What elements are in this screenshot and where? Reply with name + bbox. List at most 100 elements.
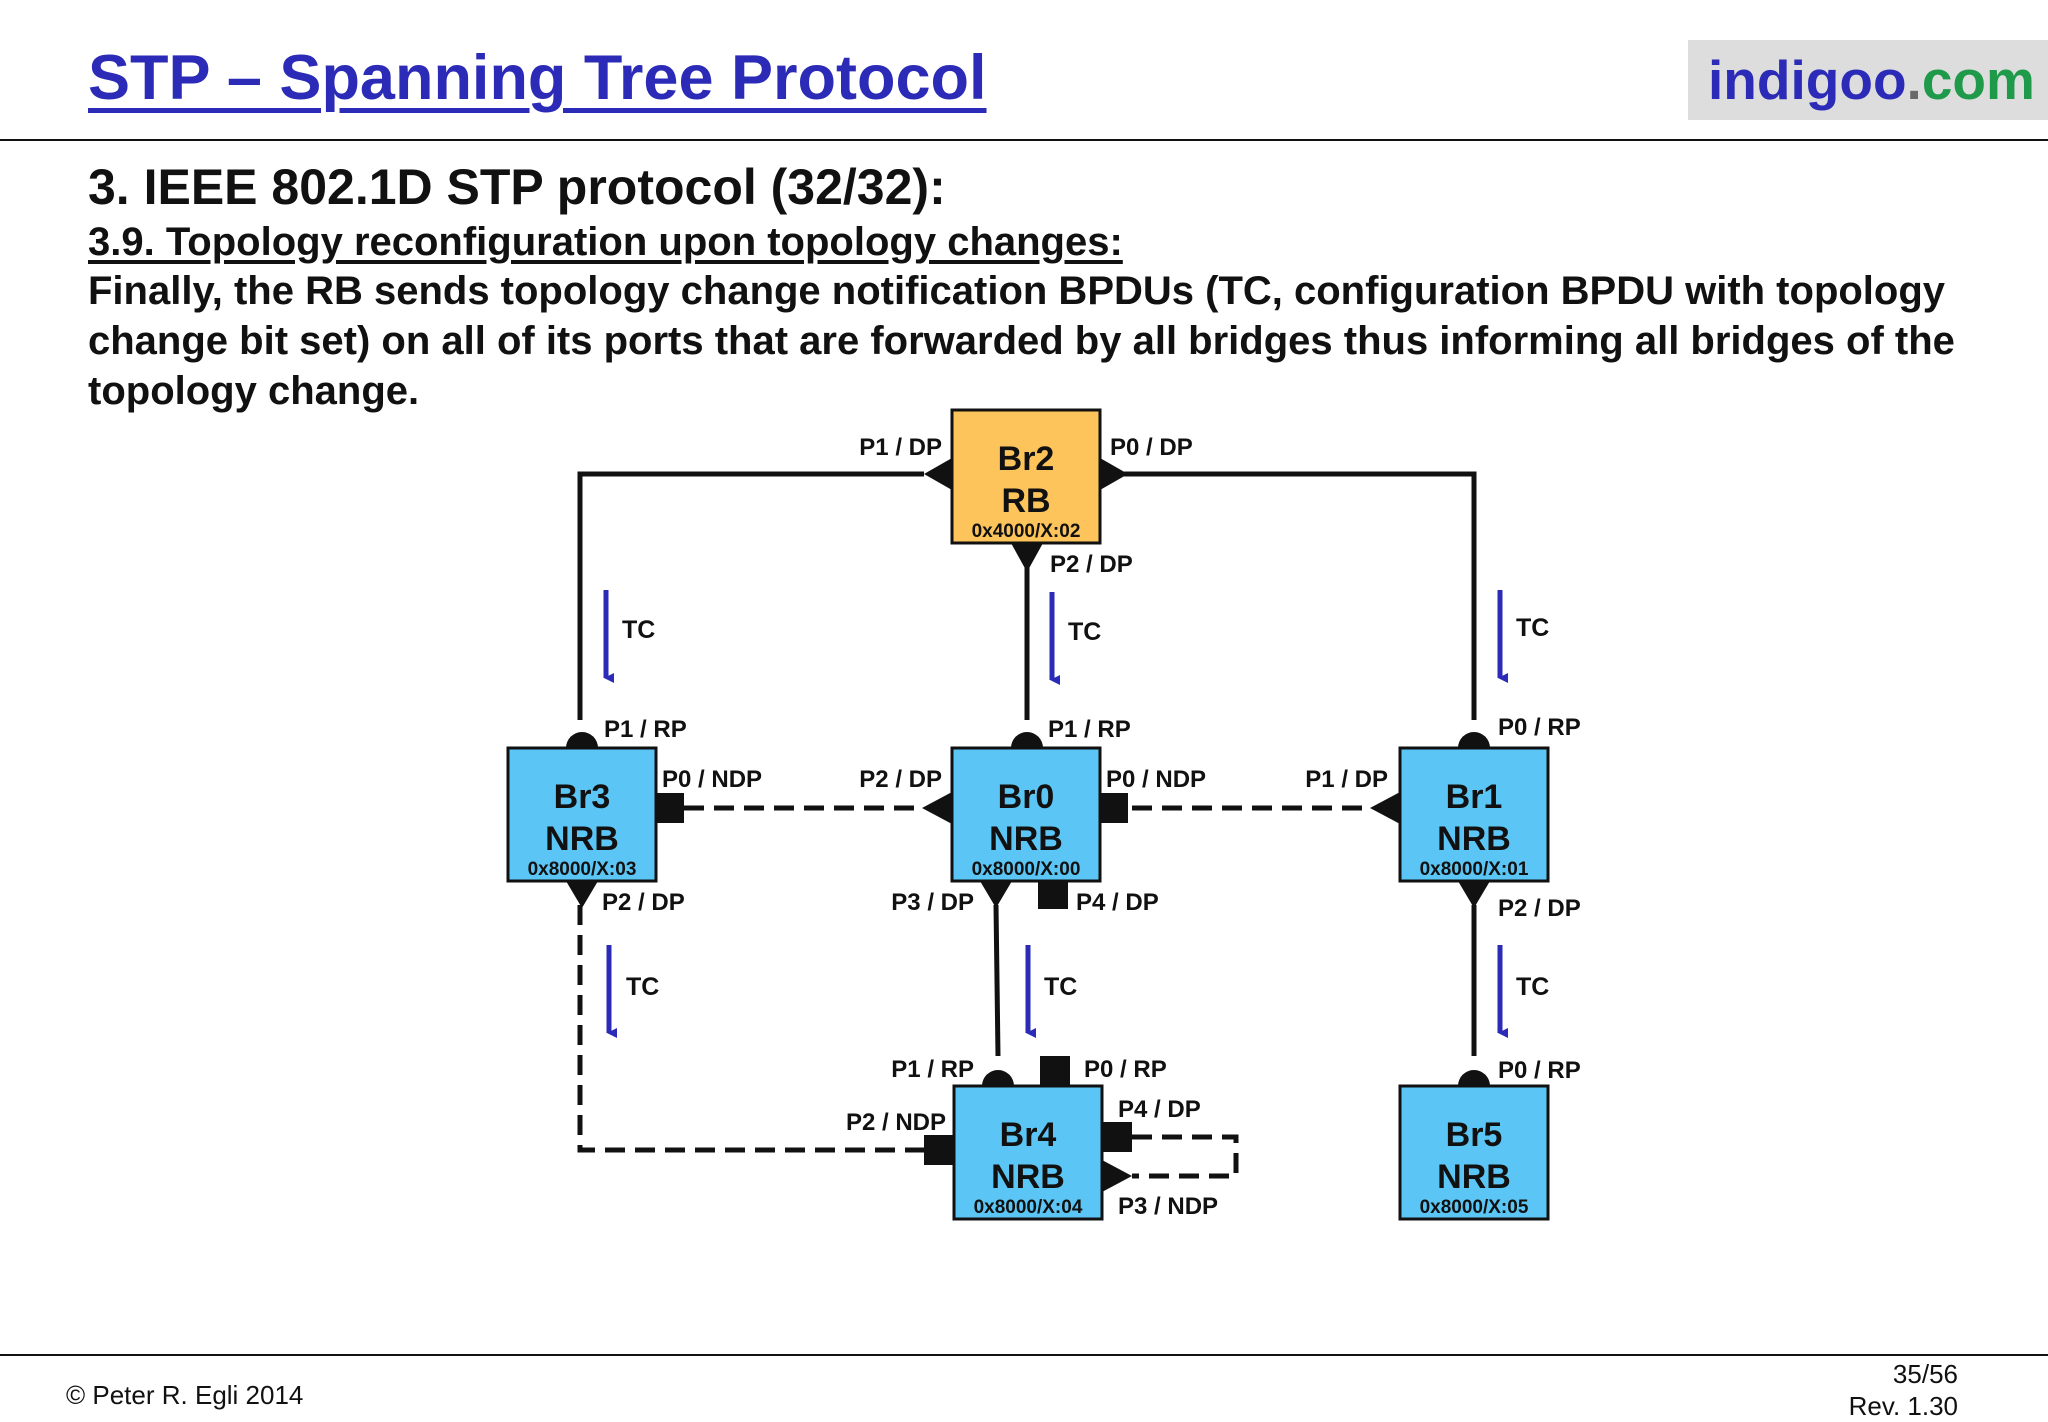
link-br0-br4 — [993, 904, 1001, 1057]
bridge-br4-name: Br4 — [1000, 1116, 1057, 1154]
rp-halfcircle-br5-p0 — [1458, 1070, 1490, 1086]
port-label-br0-p3: P3 / DP — [891, 889, 974, 916]
dp-triangle-br1-p2 — [1458, 881, 1490, 908]
bridge-br0: Br0 NRB 0x8000/X:00 — [950, 746, 1102, 883]
port-label-br1-p1: P1 / DP — [1305, 766, 1388, 793]
tc-labels: TC TC TC TC TC TC — [622, 614, 1549, 1001]
port-square-br4-p4 — [1102, 1122, 1132, 1152]
section-heading: 3. IEEE 802.1D STP protocol (32/32): — [88, 159, 946, 215]
rp-halfcircle-br3-p1 — [566, 732, 598, 748]
dp-triangle-br2-p1 — [924, 458, 952, 490]
rp-halfcircle-br1-p0 — [1458, 732, 1490, 748]
rp-halfcircle-br4-p1 — [982, 1070, 1014, 1086]
bridge-br5: Br5 NRB 0x8000/X:05 — [1398, 1084, 1550, 1221]
link-br4-loop-blocked — [1132, 1134, 1239, 1179]
port-label-br2-p2: P2 / DP — [1050, 551, 1133, 578]
footer-copyright: © Peter R. Egli 2014 — [66, 1380, 304, 1410]
dp-triangle-br2-p0 — [1100, 458, 1128, 490]
tc-label-br3: TC — [622, 616, 655, 644]
bridge-br4-id: 0x8000/X:04 — [974, 1197, 1083, 1218]
logo-text-tld: com — [1921, 49, 2035, 111]
bridge-br0-id: 0x8000/X:00 — [972, 859, 1081, 880]
header-divider — [0, 139, 2048, 141]
bridge-br3-id: 0x8000/X:03 — [528, 859, 637, 880]
bridge-br0-role: NRB — [989, 820, 1063, 858]
bridge-br2-name: Br2 — [998, 440, 1055, 478]
port-markers — [566, 458, 1490, 1192]
tc-label-br5: TC — [1516, 973, 1549, 1001]
bridge-br4: Br4 NRB 0x8000/X:04 — [952, 1084, 1104, 1221]
port-label-br0-p4: P4 / DP — [1076, 889, 1159, 916]
section-subheading: 3.9. Topology reconfiguration upon topol… — [88, 220, 1123, 264]
topology-links — [577, 471, 1477, 1179]
link-br3-br4-blocked — [577, 905, 924, 1153]
port-square-br4-p2 — [924, 1135, 954, 1165]
port-label-br3-p2: P2 / DP — [602, 889, 685, 916]
port-label-br4-p4: P4 / DP — [1118, 1096, 1201, 1123]
footer-revision: Rev. 1.30 — [1848, 1391, 1958, 1421]
port-label-br1-p0: P0 / RP — [1498, 714, 1581, 741]
port-label-br5-p0: P0 / RP — [1498, 1057, 1581, 1084]
bridge-br1-name: Br1 — [1446, 778, 1503, 816]
bridge-br3-name: Br3 — [554, 778, 611, 816]
port-label-br4-p2: P2 / NDP — [846, 1109, 946, 1136]
port-label-br1-p2: P2 / DP — [1498, 895, 1581, 922]
port-labels: P1 / DP P0 / DP P2 / DP P1 / RP P0 / NDP… — [602, 434, 1581, 1220]
footer-page-info: 35/56 Rev. 1.30 — [1849, 1358, 1958, 1422]
bridge-br3-role: NRB — [545, 820, 619, 858]
dp-triangle-br0-p2 — [922, 792, 952, 824]
port-label-br0-p1: P1 / RP — [1048, 716, 1131, 743]
port-label-br0-p2: P2 / DP — [859, 766, 942, 793]
logo-text-main: indigoo — [1708, 49, 1907, 111]
port-label-br4-p1: P1 / RP — [891, 1056, 974, 1083]
port-square-br0-p0 — [1100, 793, 1128, 823]
dp-triangle-br0-p3 — [980, 881, 1012, 908]
dp-triangle-br2-p2 — [1011, 543, 1043, 572]
bridge-br1: Br1 NRB 0x8000/X:01 — [1398, 746, 1550, 883]
bridge-br3: Br3 NRB 0x8000/X:03 — [506, 746, 658, 883]
slide-title: STP – Spanning Tree Protocol — [88, 43, 987, 113]
rp-halfcircle-br0-p1 — [1011, 732, 1043, 748]
bridge-br5-id: 0x8000/X:05 — [1420, 1197, 1529, 1218]
port-square-br0-p4 — [1038, 881, 1068, 909]
bridge-br1-id: 0x8000/X:01 — [1420, 859, 1529, 880]
port-label-br4-p3: P3 / NDP — [1118, 1193, 1218, 1220]
tc-label-br4-left: TC — [626, 973, 659, 1001]
footer-divider — [0, 1354, 2048, 1356]
logo-text-dot: . — [1906, 49, 1922, 111]
bridge-br2: Br2 RB 0x4000/X:02 — [950, 408, 1102, 545]
tc-label-br1: TC — [1516, 614, 1549, 642]
bridge-br0-box — [950, 746, 1102, 883]
bridge-br2-id: 0x4000/X:02 — [972, 521, 1081, 542]
bridge-br1-box — [1398, 746, 1550, 883]
section-body-text: Finally, the RB sends topology change no… — [88, 269, 1955, 413]
port-label-br3-p0: P0 / NDP — [662, 766, 762, 793]
port-square-br4-p0 — [1040, 1056, 1070, 1086]
port-label-br0-p0: P0 / NDP — [1106, 766, 1206, 793]
link-br2-br3 — [577, 471, 924, 720]
footer-page-number: 35/56 — [1892, 1359, 1958, 1389]
bridge-br4-role: NRB — [991, 1158, 1065, 1196]
bridge-br4-box — [952, 1084, 1104, 1221]
port-label-br2-p0: P0 / DP — [1110, 434, 1193, 461]
indigoo-logo: indigoo.com — [1688, 40, 2048, 120]
bridge-br2-box — [950, 408, 1102, 545]
dp-triangle-br4-p3 — [1102, 1160, 1132, 1192]
port-label-br4-p0: P0 / RP — [1084, 1056, 1167, 1083]
tc-label-br4-right: TC — [1044, 973, 1077, 1001]
tc-label-br0: TC — [1068, 618, 1101, 646]
link-br2-br1 — [1124, 471, 1477, 720]
bridge-br1-role: NRB — [1437, 820, 1511, 858]
bridge-br0-name: Br0 — [998, 778, 1055, 816]
port-square-br3-p0 — [656, 793, 684, 823]
port-label-br3-p1: P1 / RP — [604, 716, 687, 743]
bridge-br5-name: Br5 — [1446, 1116, 1503, 1154]
bridge-br5-role: NRB — [1437, 1158, 1511, 1196]
port-label-br2-p1: P1 / DP — [859, 434, 942, 461]
tc-arrows — [603, 590, 1508, 1038]
bridge-br5-box — [1398, 1084, 1550, 1221]
dp-triangle-br1-p1 — [1370, 792, 1400, 824]
dp-triangle-br3-p2 — [566, 881, 598, 908]
bridge-br2-role: RB — [1001, 482, 1050, 520]
